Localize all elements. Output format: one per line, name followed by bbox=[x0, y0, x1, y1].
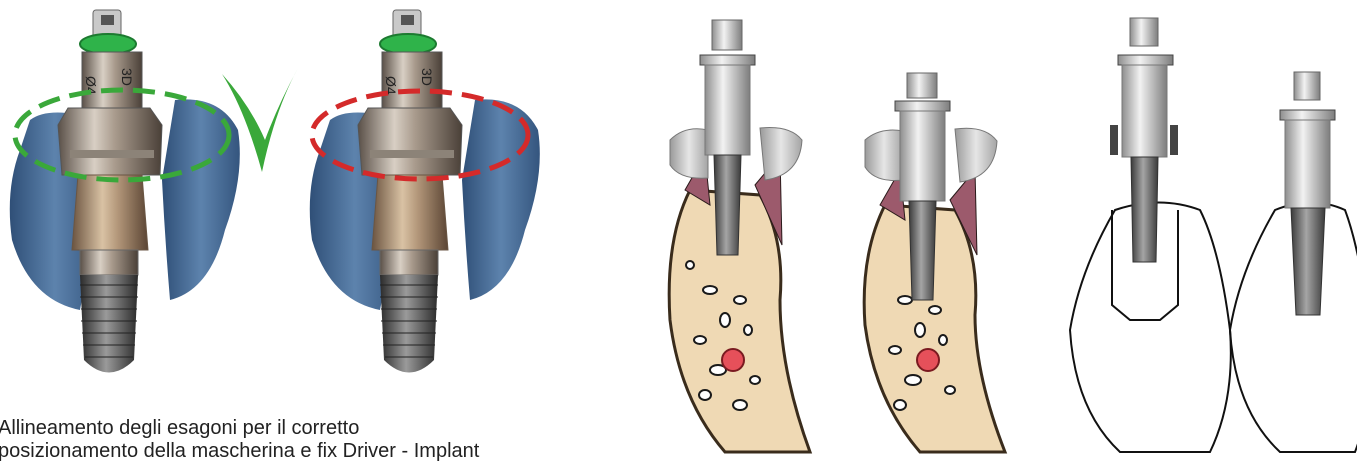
cross-section-illustration bbox=[630, 0, 1357, 454]
svg-text:3D: 3D bbox=[419, 68, 435, 86]
outline-section-2 bbox=[1230, 72, 1357, 452]
implant-screw bbox=[1291, 208, 1325, 315]
surgical-guide bbox=[760, 128, 802, 181]
implant-threads bbox=[80, 275, 138, 373]
figure-caption: Allineamento degli esagoni per il corret… bbox=[0, 417, 558, 463]
hex-alignment-illustration: Ø4 3D Ø4 3D bbox=[0, 0, 600, 454]
nerve-canal bbox=[917, 349, 939, 371]
implant-screw bbox=[909, 201, 936, 300]
outline-section-1 bbox=[1070, 18, 1231, 452]
implant-misaligned: Ø4 3D bbox=[310, 10, 540, 373]
nerve-canal bbox=[722, 349, 744, 371]
caption-line-2: posizionamento della mascherina e fix Dr… bbox=[0, 440, 558, 463]
implant-threads bbox=[380, 275, 438, 373]
o-ring bbox=[80, 34, 136, 54]
surgical-guide bbox=[955, 128, 997, 182]
bone-section-2 bbox=[864, 73, 1005, 452]
caption-line-1: Allineamento degli esagoni per il corret… bbox=[0, 417, 558, 440]
implant-screw bbox=[1131, 157, 1158, 262]
bone-shape bbox=[669, 190, 810, 452]
o-ring bbox=[380, 34, 436, 54]
bone-section-1 bbox=[669, 20, 810, 452]
svg-text:3D: 3D bbox=[119, 68, 135, 86]
surgical-guide bbox=[865, 130, 903, 180]
surgical-guide bbox=[670, 129, 708, 178]
implant-screw bbox=[714, 155, 741, 255]
implant-correct: Ø4 3D bbox=[10, 10, 240, 373]
